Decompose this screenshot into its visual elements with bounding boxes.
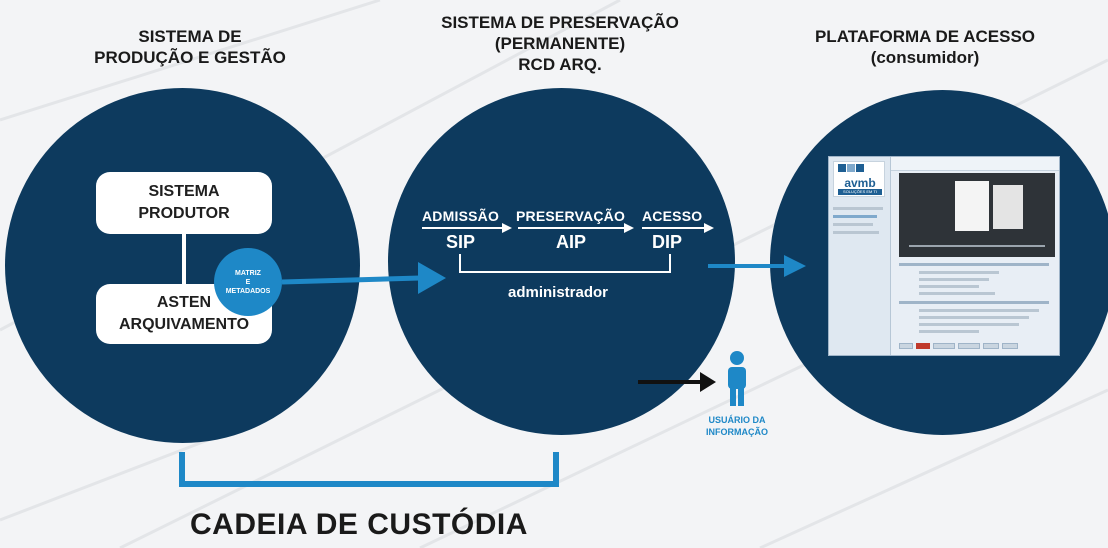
toolbar-button — [933, 343, 955, 349]
stage-label-admissao: ADMISSÃO — [422, 208, 500, 224]
box-line: ARQUIVAMENTO — [118, 316, 250, 333]
user-label-line: USUÁRIO DA — [708, 415, 766, 425]
content-row — [919, 323, 1019, 326]
toolbar-button — [916, 343, 930, 349]
user-icon — [728, 351, 746, 406]
toolbar-button — [899, 343, 913, 349]
title-acesso: PLATAFORMA DE ACESSO (consumidor) — [790, 26, 1060, 68]
stage-label-preservacao: PRESERVAÇÃO — [516, 208, 626, 224]
logo-text: avmb — [844, 176, 876, 190]
toolbar-button — [958, 343, 980, 349]
content-row — [899, 263, 1049, 266]
document-page — [993, 185, 1023, 229]
toolbar-button — [1002, 343, 1018, 349]
content-row — [919, 271, 999, 274]
box-line: PRODUTOR — [138, 205, 230, 222]
badge-line: METADADOS — [225, 287, 271, 295]
title-line: PRODUÇÃO E GESTÃO — [94, 48, 286, 67]
content-row — [899, 301, 1049, 304]
content-row — [919, 292, 995, 295]
title-producao: SISTEMA DE PRODUÇÃO E GESTÃO — [60, 26, 320, 68]
user-label: USUÁRIO DA INFORMAÇÃO — [694, 414, 780, 438]
content-row — [919, 316, 1029, 319]
logo-mark-icon — [838, 164, 864, 172]
footer-title: CADEIA DE CUSTÓDIA — [190, 508, 528, 541]
stage-code-aip: AIP — [556, 232, 587, 252]
toolbar-button — [983, 343, 999, 349]
title-line: PLATAFORMA DE ACESSO — [814, 27, 1036, 46]
badge-line: MATRIZ — [235, 269, 261, 277]
box-sistema-produtor: SISTEMA PRODUTOR — [96, 172, 272, 234]
box-line: ASTEN — [156, 294, 212, 311]
content-row — [919, 309, 1039, 312]
screenshot-header — [891, 157, 1059, 171]
sidebar-row — [833, 223, 873, 226]
badge-matriz-metadados: MATRIZ E METADADOS — [214, 248, 282, 316]
stage-label-acesso: ACESSO — [642, 208, 703, 224]
sidebar-row — [833, 215, 877, 218]
title-line: SISTEMA DE PRESERVAÇÃO — [441, 13, 679, 32]
access-platform-screenshot: avmb SOLUÇÕES EM TI — [828, 156, 1060, 356]
content-row — [919, 278, 989, 281]
document-viewer — [899, 173, 1055, 257]
avmb-logo: avmb SOLUÇÕES EM TI — [833, 161, 885, 197]
content-row — [919, 285, 979, 288]
title-preservacao: SISTEMA DE PRESERVAÇÃO (PERMANENTE) RCD … — [410, 12, 710, 75]
box-line: SISTEMA — [148, 183, 220, 200]
title-line: SISTEMA DE — [138, 27, 242, 46]
viewer-progress — [909, 245, 1045, 247]
circle-preservacao — [388, 88, 735, 435]
admin-label: administrador — [508, 284, 609, 301]
user-label-line: INFORMAÇÃO — [706, 427, 768, 437]
badge-line: E — [245, 278, 251, 286]
title-line: RCD ARQ. — [518, 55, 602, 74]
screenshot-sidebar: avmb SOLUÇÕES EM TI — [829, 157, 891, 355]
stage-code-dip: DIP — [652, 232, 683, 252]
title-line: (PERMANENTE) — [494, 34, 626, 53]
document-page — [955, 181, 989, 231]
sidebar-row — [833, 207, 883, 210]
screenshot-toolbar — [899, 343, 1055, 351]
title-line: (consumidor) — [870, 48, 980, 67]
logo-subtitle: SOLUÇÕES EM TI — [838, 189, 882, 195]
content-row — [919, 330, 979, 333]
stage-code-sip: SIP — [446, 232, 476, 252]
sidebar-row — [833, 231, 879, 234]
